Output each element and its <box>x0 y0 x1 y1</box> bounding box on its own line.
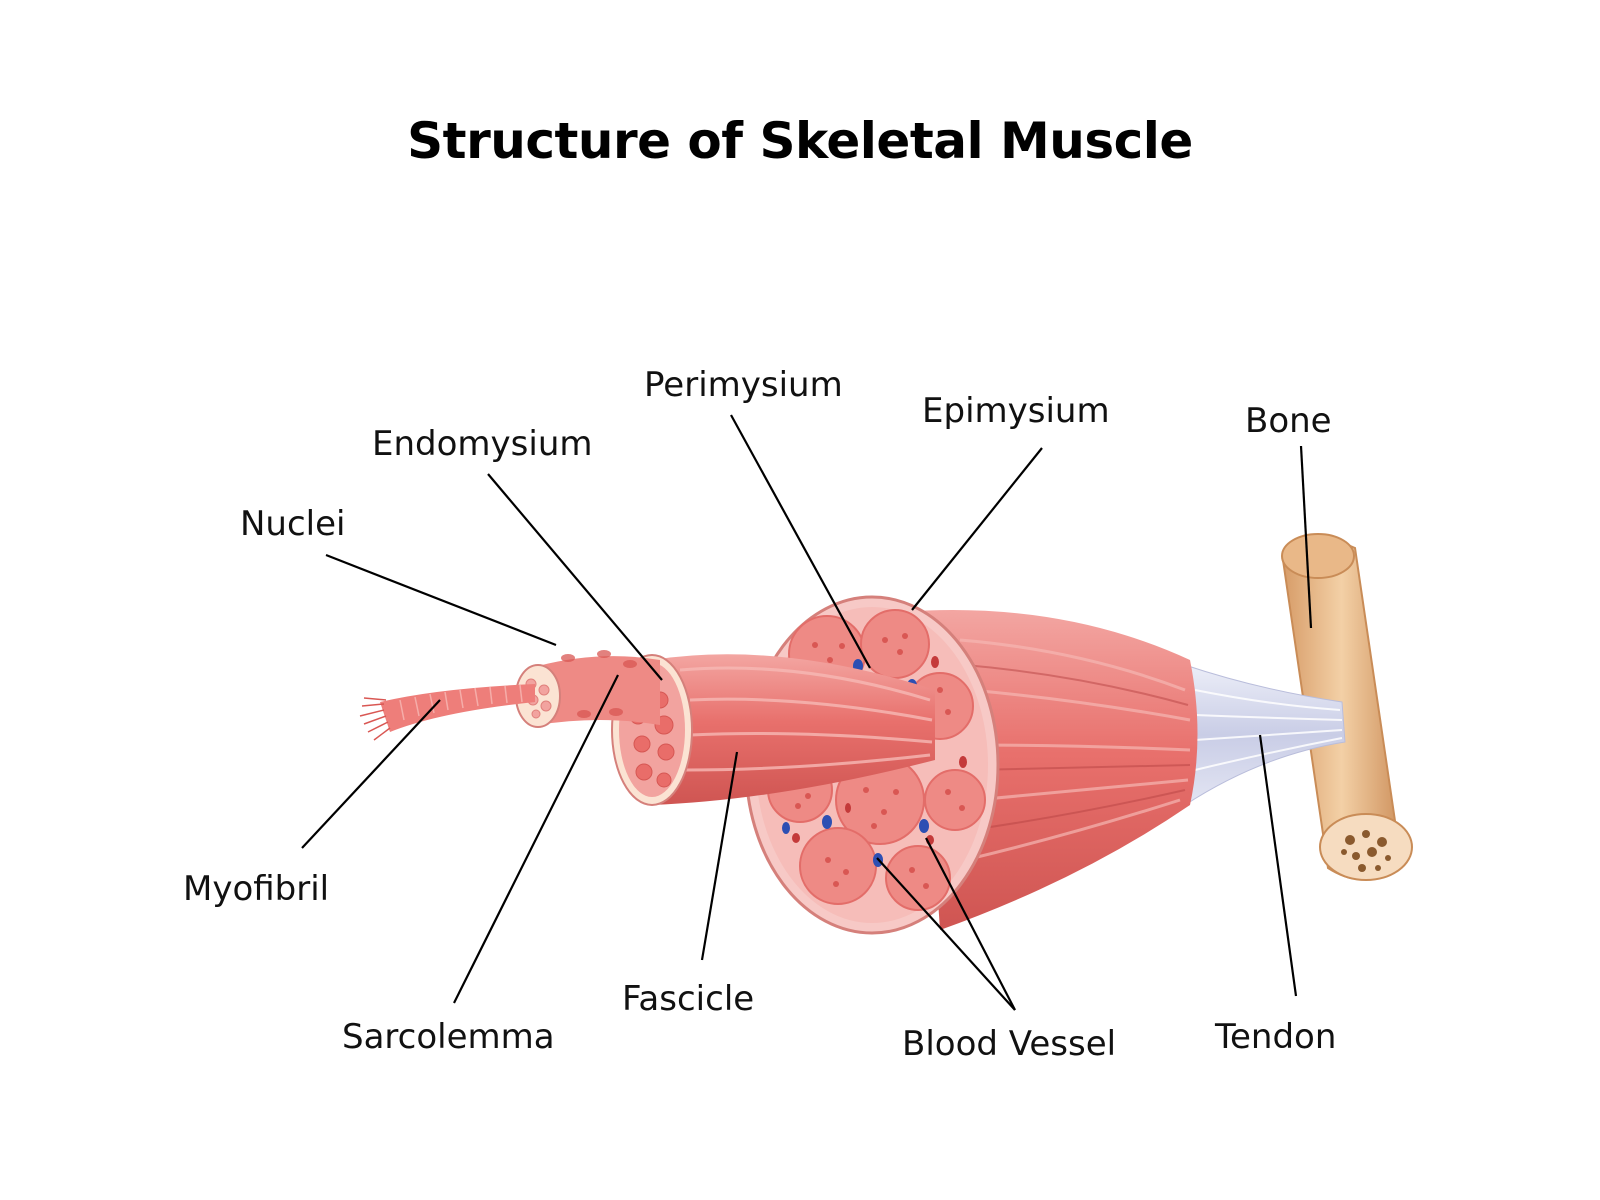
leader-blood-vessel-2 <box>925 837 1016 1011</box>
label-myofibril: Myofibril <box>183 869 329 909</box>
label-epimysium: Epimysium <box>922 391 1110 431</box>
labels: Perimysium Epimysium Bone Endomysium Nuc… <box>183 365 1336 1064</box>
label-fascicle: Fascicle <box>622 979 754 1019</box>
label-blood-vessel: Blood Vessel <box>902 1024 1116 1064</box>
blood-vessels <box>782 656 967 867</box>
diagram-title: Structure of Skeletal Muscle <box>407 112 1193 170</box>
label-sarcolemma: Sarcolemma <box>342 1017 555 1057</box>
muscle-fiber-illustration <box>515 650 660 728</box>
leader-tendon <box>1258 734 1298 997</box>
leader-bone <box>1299 445 1313 629</box>
leader-fascicle <box>700 751 739 961</box>
label-nuclei: Nuclei <box>240 504 346 544</box>
leader-perimysium <box>730 414 871 669</box>
leader-endomysium <box>487 473 663 681</box>
fascicle-illustration <box>611 654 935 806</box>
leader-blood-vessel-1 <box>876 857 1016 1011</box>
leader-nuclei <box>325 553 557 647</box>
label-tendon: Tendon <box>1214 1017 1336 1057</box>
label-endomysium: Endomysium <box>372 424 593 464</box>
leader-lines <box>301 414 1313 1011</box>
label-perimysium: Perimysium <box>644 365 843 405</box>
leader-myofibril <box>301 699 441 849</box>
leader-epimysium <box>911 447 1043 611</box>
leader-sarcolemma <box>453 674 619 1004</box>
myofibril-illustration <box>359 684 535 741</box>
label-bone: Bone <box>1245 401 1332 441</box>
tendon-illustration <box>1184 664 1346 807</box>
